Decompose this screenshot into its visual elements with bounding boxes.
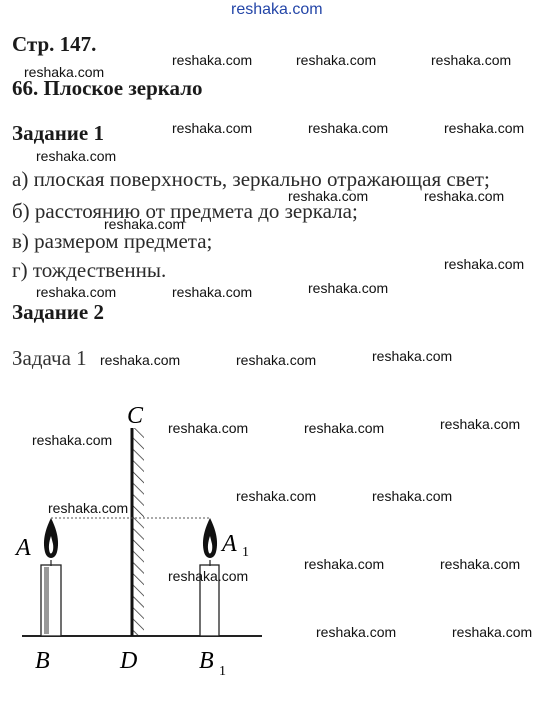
watermark: reshaka.com [32,432,113,448]
label-a1: A [220,531,237,557]
task2-title: Задание 2 [12,300,104,324]
task2-subtask: Задача 1 [12,346,87,370]
task1-title: Задание 1 [12,121,104,145]
label-b1-sub: 1 [219,664,226,679]
label-c: C [127,403,144,429]
watermark: reshaka.com [424,188,505,204]
label-a1-sub: 1 [242,545,249,560]
watermark: reshaka.com [100,352,181,368]
watermark: reshaka.com [236,488,317,504]
watermark: reshaka.com [372,348,453,364]
candle-real [40,518,62,637]
label-b1: B [199,648,214,674]
watermark: reshaka.com [452,624,533,640]
watermark: reshaka.com [308,280,389,296]
label-b: B [35,648,50,674]
watermark: reshaka.com [168,420,249,436]
watermark: reshaka.com [172,120,253,136]
watermark: reshaka.com [304,556,385,572]
task1-answer-b: б) расстоянию от предмета до зеркала; [12,199,358,223]
watermark: reshaka.com [372,488,453,504]
watermark: reshaka.com [444,120,525,136]
watermark: reshaka.com [440,556,521,572]
watermark: reshaka.com [36,148,117,164]
watermark: reshaka.com [304,420,385,436]
label-a: A [14,535,31,561]
site-watermark-top[interactable]: reshaka.com [231,1,323,18]
task1-answer-d: г) тождественны. [12,258,167,282]
watermark: reshaka.com [431,52,512,68]
watermark: reshaka.com [104,216,185,232]
watermark: reshaka.com [236,352,317,368]
section-title: 66. Плоское зеркало [12,76,203,100]
watermark: reshaka.com [36,284,117,300]
watermark: reshaka.com [296,52,377,68]
watermark: reshaka.com [172,52,253,68]
watermark: reshaka.com [316,624,397,640]
watermark: reshaka.com [288,188,369,204]
task1-answer-c: в) размером предмета; [12,229,213,253]
mirror-hatching [132,428,144,636]
candle-image [199,518,220,637]
watermark: reshaka.com [172,284,253,300]
page-reference: Стр. 147. [12,32,97,56]
label-d: D [119,648,137,674]
watermark: reshaka.com [308,120,389,136]
watermark: reshaka.com [440,416,521,432]
watermark: reshaka.com [444,256,525,272]
watermark: reshaka.com [48,500,129,516]
watermark: reshaka.com [24,64,105,80]
task1-answer-a: а) плоская поверхность, зеркально отража… [12,167,490,191]
watermark: reshaka.com [168,568,249,584]
